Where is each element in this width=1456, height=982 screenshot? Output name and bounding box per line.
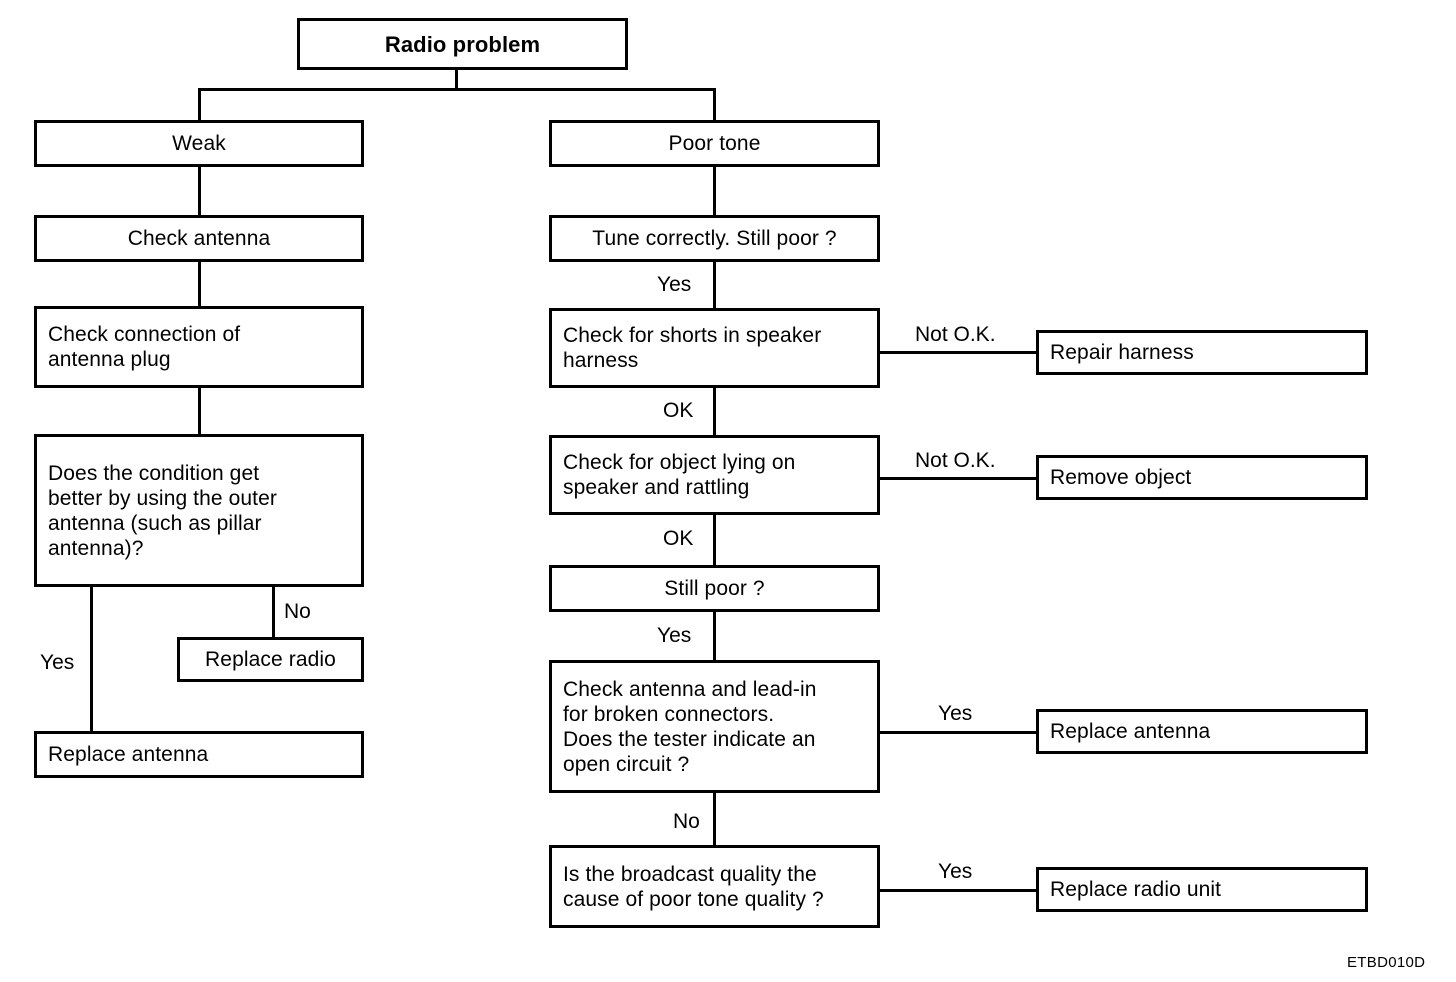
connector-tune-to-shorts [713,260,716,310]
node-replace-antenna-right[interactable]: Replace antenna [1036,709,1368,754]
node-radio-problem[interactable]: Radio problem [297,18,628,70]
connector-root-to-weak [198,88,201,122]
node-poor-tone[interactable]: Poor tone [549,120,880,167]
node-check-object[interactable]: Check for object lying on speaker and ra… [549,435,880,515]
node-replace-radio[interactable]: Replace radio [177,637,364,682]
edge-label-leadin-yes: Yes [938,702,973,725]
edge-label-broadcast-yes: Yes [938,860,973,883]
edge-label-shorts-ok: OK [663,399,694,422]
node-label: Replace antenna [48,743,209,766]
node-condition-better[interactable]: Does the condition get better by using t… [34,434,364,587]
node-repair-harness[interactable]: Repair harness [1036,330,1368,375]
edge-label-shorts-not-ok: Not O.K. [915,323,996,346]
node-remove-object[interactable]: Remove object [1036,455,1368,500]
edge-label-condition-no: No [284,600,311,623]
node-weak[interactable]: Weak [34,120,364,167]
node-still-poor[interactable]: Still poor ? [549,565,880,612]
connector-leadin-yes [878,731,1038,734]
node-label: Check for shorts in speaker harness [563,324,822,372]
connector-root-to-poor-tone [713,88,716,122]
node-label: Weak [172,132,226,155]
edge-label-object-not-ok: Not O.K. [915,449,996,472]
node-check-connection[interactable]: Check connection of antenna plug [34,306,364,388]
connector-condition-no [272,585,275,639]
node-label: Does the condition get better by using t… [48,461,277,560]
node-label: Check connection of antenna plug [48,323,241,371]
node-replace-radio-unit[interactable]: Replace radio unit [1036,867,1368,912]
connector-shorts-not-ok [878,351,1038,354]
connector-object-ok [713,513,716,567]
edge-label-leadin-no: No [673,810,700,833]
connector-shorts-ok [713,386,716,438]
connector-check-antenna-to-connection [198,260,201,308]
edge-label-condition-yes: Yes [40,651,75,674]
connector-poor-tone-to-tune [713,165,716,217]
node-label: Check for object lying on speaker and ra… [563,451,796,499]
node-label: Still poor ? [664,577,765,600]
node-label: Poor tone [668,132,761,155]
connector-condition-yes [90,585,93,733]
connector-root-stem [455,68,458,90]
node-check-shorts[interactable]: Check for shorts in speaker harness [549,308,880,388]
node-label: Repair harness [1050,341,1194,364]
node-replace-antenna-left[interactable]: Replace antenna [34,731,364,778]
node-check-leadin[interactable]: Check antenna and lead-in for broken con… [549,660,880,793]
node-broadcast-quality[interactable]: Is the broadcast quality the cause of po… [549,845,880,928]
edge-label-still-poor-yes: Yes [657,624,692,647]
node-label: Replace antenna [1050,720,1211,743]
node-label: Replace radio unit [1050,878,1222,901]
connector-object-not-ok [878,477,1038,480]
connector-broadcast-yes [878,889,1038,892]
edge-label-object-ok: OK [663,527,694,550]
connector-still-poor-yes [713,610,716,662]
node-check-antenna[interactable]: Check antenna [34,215,364,262]
connector-connection-to-condition [198,386,201,436]
edge-label-tune-yes: Yes [657,273,692,296]
connector-leadin-no [713,791,716,847]
node-label: Radio problem [384,31,541,57]
node-tune-correctly[interactable]: Tune correctly. Still poor ? [549,215,880,262]
connector-root-split-bar [198,88,716,91]
node-label: Tune correctly. Still poor ? [592,227,837,250]
connector-weak-to-check-antenna [198,165,201,217]
node-label: Check antenna and lead-in for broken con… [563,677,817,776]
node-label: Check antenna [127,227,271,250]
node-label: Is the broadcast quality the cause of po… [563,862,824,911]
node-label: Remove object [1050,466,1192,489]
node-label: Replace radio [205,648,336,671]
figure-code: ETBD010D [1347,954,1426,971]
